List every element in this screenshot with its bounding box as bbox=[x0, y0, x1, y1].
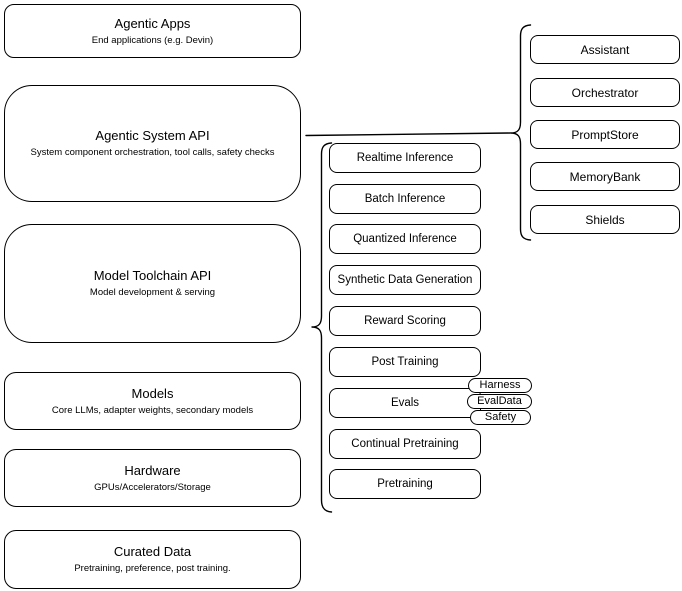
node-continual-pretraining: Continual Pretraining bbox=[329, 429, 481, 459]
pill-evaldata: EvalData bbox=[467, 394, 532, 409]
node-curated-data-subtitle: Pretraining, preference, post training. bbox=[74, 563, 231, 574]
node-model-toolchain-api-subtitle: Model development & serving bbox=[89, 287, 216, 298]
node-post-training: Post Training bbox=[329, 347, 481, 377]
node-evals: Evals bbox=[329, 388, 481, 418]
node-models-title: Models bbox=[131, 385, 174, 401]
node-hardware-title: Hardware bbox=[124, 462, 181, 478]
node-models: Models Core LLMs, adapter weights, secon… bbox=[4, 372, 301, 430]
node-orchestrator: Orchestrator bbox=[530, 78, 680, 107]
brace-system-group bbox=[510, 24, 532, 241]
connector-agentic-system-line bbox=[305, 132, 511, 137]
node-synthetic-data-generation: Synthetic Data Generation bbox=[329, 265, 481, 295]
node-model-toolchain-api: Model Toolchain API Model development & … bbox=[4, 224, 301, 343]
node-pretraining: Pretraining bbox=[329, 469, 481, 499]
node-models-subtitle: Core LLMs, adapter weights, secondary mo… bbox=[51, 404, 254, 416]
node-hardware-subtitle: GPUs/Accelerators/Storage bbox=[94, 481, 211, 493]
pill-safety: Safety bbox=[470, 410, 531, 425]
node-agentic-system-api: Agentic System API System component orch… bbox=[4, 85, 301, 202]
node-shields: Shields bbox=[530, 205, 680, 234]
node-model-toolchain-api-title: Model Toolchain API bbox=[93, 268, 212, 283]
node-agentic-apps-subtitle: End applications (e.g. Devin) bbox=[91, 34, 214, 46]
node-curated-data: Curated Data Pretraining, preference, po… bbox=[4, 530, 301, 589]
node-agentic-system-api-subtitle: System component orchestration, tool cal… bbox=[30, 147, 275, 158]
node-quantized-inference: Quantized Inference bbox=[329, 224, 481, 254]
node-assistant: Assistant bbox=[530, 35, 680, 64]
node-realtime-inference: Realtime Inference bbox=[329, 143, 481, 173]
node-agentic-system-api-title: Agentic System API bbox=[95, 128, 210, 143]
node-promptstore: PromptStore bbox=[530, 120, 680, 149]
pill-harness: Harness bbox=[468, 378, 532, 393]
node-reward-scoring: Reward Scoring bbox=[329, 306, 481, 336]
node-agentic-apps: Agentic Apps End applications (e.g. Devi… bbox=[4, 4, 301, 58]
node-memorybank: MemoryBank bbox=[530, 162, 680, 191]
node-curated-data-title: Curated Data bbox=[113, 544, 192, 559]
node-agentic-apps-title: Agentic Apps bbox=[114, 15, 191, 31]
node-hardware: Hardware GPUs/Accelerators/Storage bbox=[4, 449, 301, 507]
node-batch-inference: Batch Inference bbox=[329, 184, 481, 214]
